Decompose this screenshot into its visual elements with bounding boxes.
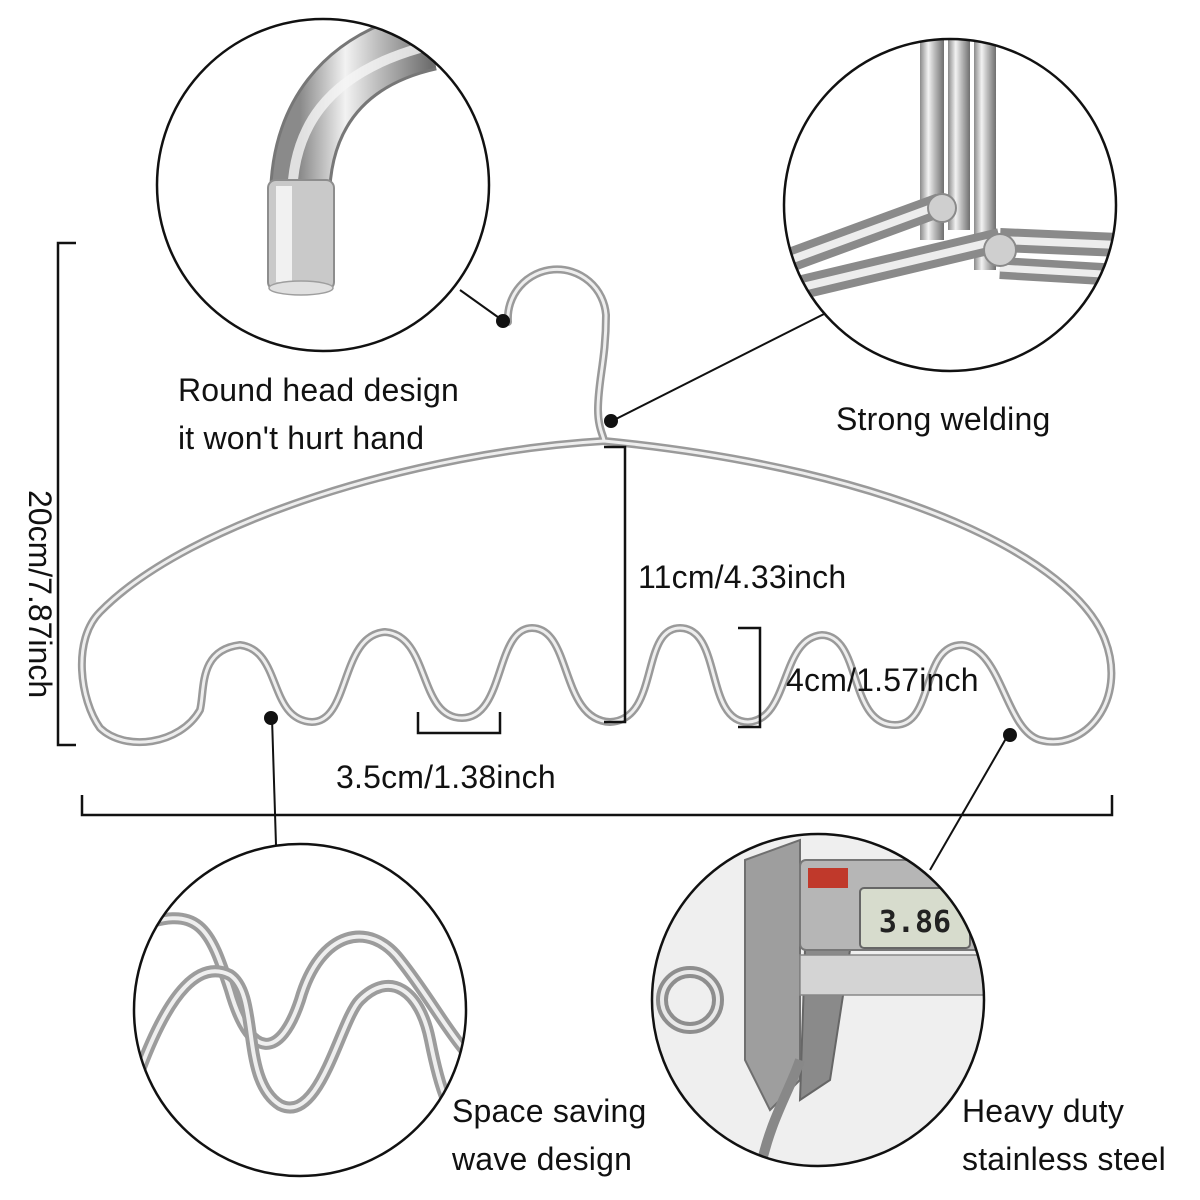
wave-width-label: 3.5cm/1.38inch <box>336 753 556 801</box>
hook-end-cap-icon <box>157 19 489 351</box>
dot-wave <box>264 711 278 725</box>
width-bracket <box>80 795 1114 817</box>
caliper-icon <box>652 834 984 1166</box>
detail-welding <box>782 37 1118 373</box>
round-head-label: Round head design it won't hurt hand <box>178 366 459 462</box>
detail-steel: 3.86 <box>650 832 986 1168</box>
hook-depth-bracket <box>604 445 627 724</box>
dot-welding <box>604 414 618 428</box>
detail-wave <box>132 842 468 1178</box>
steel-label: Heavy duty stainless steel <box>962 1087 1166 1183</box>
wave-width-bracket <box>416 712 502 735</box>
height-bracket <box>56 241 76 747</box>
hanger-wire <box>78 265 1116 747</box>
wave-line-2: wave design <box>452 1141 633 1177</box>
leader-welding <box>611 311 829 422</box>
steel-line-2: stainless steel <box>962 1141 1166 1177</box>
round-head-line-1: Round head design <box>178 372 459 408</box>
welding-label: Strong welding <box>836 395 1051 443</box>
leader-round-head <box>459 289 503 321</box>
leader-wave <box>271 717 277 846</box>
hook-depth-label: 11cm/4.33inch <box>638 553 846 601</box>
wave-height-label: 4cm/1.57inch <box>786 656 979 704</box>
caliper-reading: 3.86 <box>879 905 951 940</box>
wave-line-1: Space saving <box>452 1093 647 1129</box>
detail-round-head <box>155 17 491 353</box>
steel-line-1: Heavy duty <box>962 1093 1125 1129</box>
wave-wire-icon <box>134 912 466 1136</box>
dot-steel <box>1003 728 1017 742</box>
total-height-text: 20cm/7.87inch <box>22 490 58 699</box>
callout-leaders <box>264 289 1017 871</box>
welded-joint-icon <box>784 39 1116 371</box>
wave-height-bracket <box>738 626 762 729</box>
total-height-label: 20cm/7.87inch <box>16 490 64 730</box>
round-head-line-2: it won't hurt hand <box>178 420 425 456</box>
leader-steel <box>929 734 1009 871</box>
dot-round-head <box>496 314 510 328</box>
dimension-lines <box>56 241 1114 817</box>
welding-line-1: Strong welding <box>836 401 1051 437</box>
wave-width-text: 3.5cm/1.38inch <box>336 759 556 795</box>
wave-height-text: 4cm/1.57inch <box>786 662 979 698</box>
wave-label: Space saving wave design <box>452 1087 647 1183</box>
hook-depth-text: 11cm/4.33inch <box>638 559 847 595</box>
